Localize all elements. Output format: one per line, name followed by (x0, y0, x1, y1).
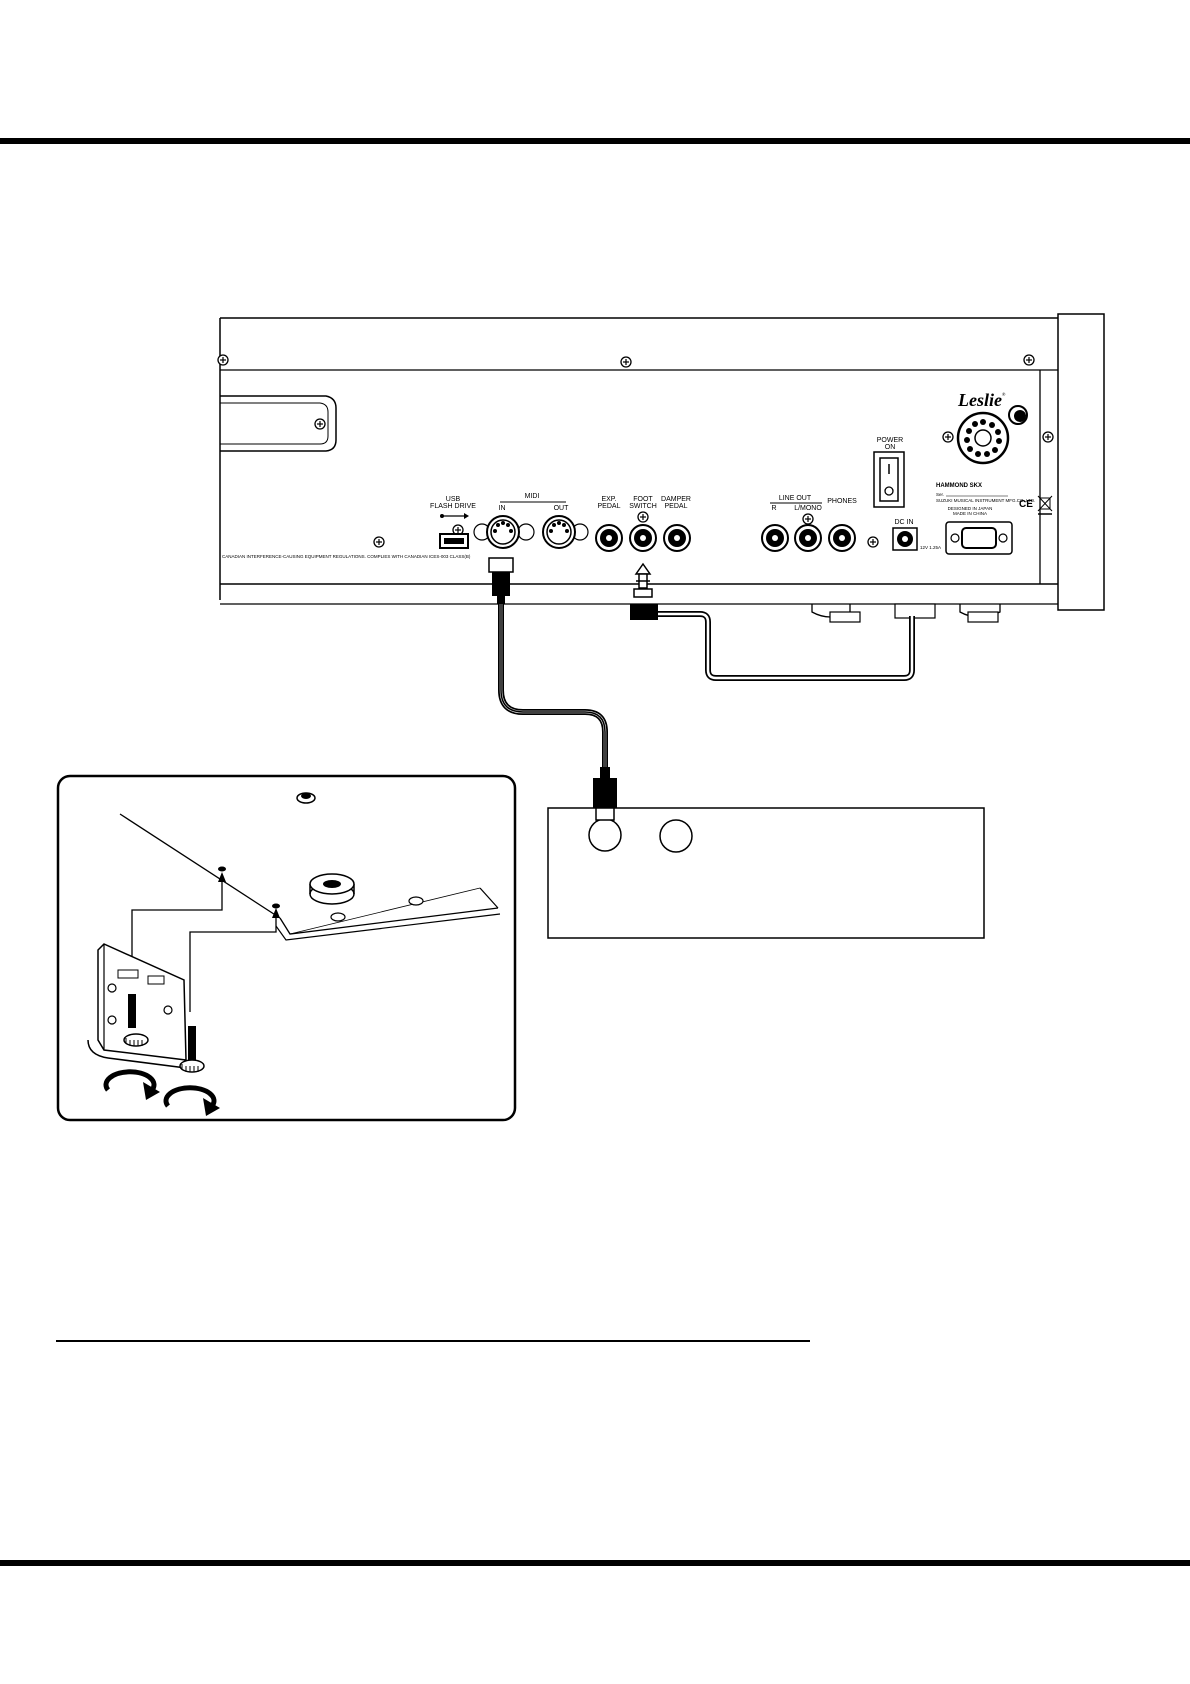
damper-label-1: DAMPER (661, 496, 691, 503)
screw-icon (1042, 431, 1054, 443)
screw-icon (637, 511, 649, 523)
lineout-lmono-label: L/MONO (794, 505, 822, 512)
external-midi-device (547, 807, 985, 939)
usb-label-2: FLASH DRIVE (430, 503, 476, 510)
section-rule (56, 1340, 810, 1342)
leslie-logo: Leslie (957, 390, 1002, 410)
phones-label: PHONES (827, 498, 857, 505)
screw-icon (373, 536, 385, 548)
maker-label: SUZUKI MUSICAL INSTRUMENT MFG.CO.,LTD. (936, 498, 1035, 503)
midi-out-port-icon[interactable] (542, 515, 576, 549)
foot-switch-cable (658, 611, 915, 681)
model-name: HAMMOND SKX (936, 483, 982, 489)
knob-icon (1008, 405, 1028, 425)
ce-mark: CE (1019, 499, 1033, 510)
made-label: MADE IN CHINA (953, 511, 987, 516)
inset-attachment-diagram (56, 774, 517, 1122)
usb-label-1: USB (446, 496, 461, 503)
weee-icon (1037, 495, 1053, 515)
phones-jack-icon[interactable] (828, 524, 856, 552)
bottom-rule (0, 1560, 1190, 1566)
damper-label-2: PEDAL (665, 503, 688, 510)
d-sub-connector-icon (945, 521, 1013, 555)
usb-icon (440, 513, 469, 519)
midi-plug-icon (488, 557, 514, 604)
screw-icon (867, 536, 879, 548)
power-label-2: ON (885, 444, 896, 451)
usb-port-icon[interactable] (439, 533, 469, 549)
rotate-arrow-icon (103, 1069, 160, 1100)
organ-feet (811, 603, 1001, 623)
line-out-r-jack-icon[interactable] (761, 524, 789, 552)
screw-icon (802, 513, 814, 525)
exp-pedal-jack-icon[interactable] (595, 524, 623, 552)
dc-in-jack-icon[interactable] (892, 527, 918, 551)
screw-icon (620, 356, 632, 368)
screw-icon (217, 354, 229, 366)
dc-spec: 12V 1.25A (920, 545, 941, 550)
registered-mark: ® (1002, 391, 1006, 397)
foot-label-2: SWITCH (629, 503, 657, 510)
rotate-arrow-icon (163, 1085, 220, 1116)
foot-switch-jack-icon[interactable] (629, 524, 657, 552)
midi-out-label: OUT (554, 505, 570, 512)
exp-label-1: EXP. (601, 496, 616, 503)
exp-label-2: PEDAL (598, 503, 621, 510)
power-switch-icon[interactable] (873, 451, 905, 508)
line-out-l-jack-icon[interactable] (794, 524, 822, 552)
pedal-plug-icon (630, 562, 658, 620)
midi-in-port-icon[interactable] (486, 515, 520, 549)
leslie-connector-icon (956, 411, 1010, 465)
designed-label: DESIGNED IN JAPAN (948, 506, 993, 511)
power-label-1: POWER (877, 437, 903, 444)
side-slot (220, 395, 337, 452)
dc-in-label: DC IN (894, 519, 913, 526)
serial-label: Ser. (936, 492, 944, 497)
lineout-r-label: R (771, 505, 776, 512)
midi-title: MIDI (525, 493, 540, 500)
lineout-title: LINE OUT (779, 495, 812, 502)
screw-icon (942, 431, 954, 443)
damper-pedal-jack-icon[interactable] (663, 524, 691, 552)
regulation-text: CANADIAN INTERFERENCE-CAUSING EQUIPMENT … (222, 554, 471, 559)
top-rule (0, 138, 1190, 144)
organ-rear-panel (219, 313, 1105, 611)
foot-label-1: FOOT (633, 496, 653, 503)
screw-icon (1023, 354, 1035, 366)
midi-in-label: IN (499, 505, 506, 512)
midi-cable (498, 598, 608, 775)
